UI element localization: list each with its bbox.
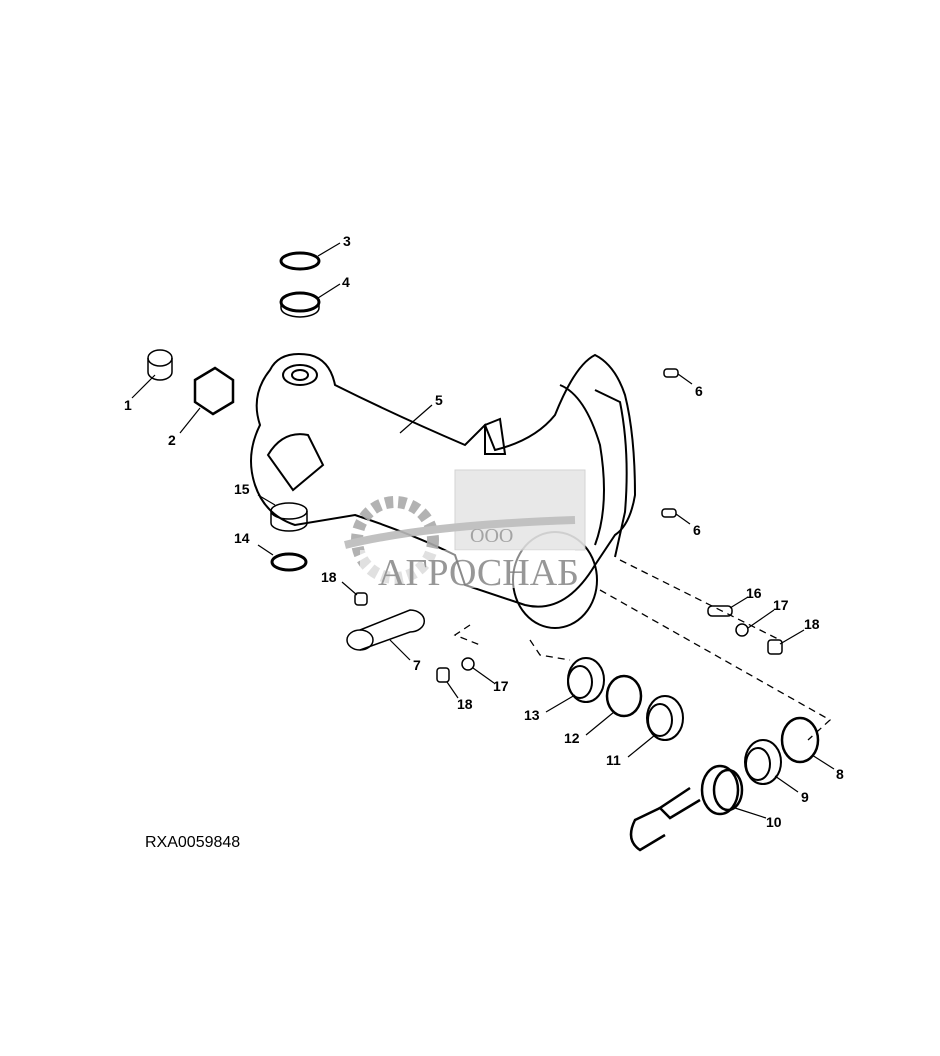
part-4-ring xyxy=(279,291,321,313)
part-11-cup xyxy=(646,695,684,741)
part-2-nut xyxy=(193,366,235,416)
part-18-plug xyxy=(767,639,783,655)
part-13-cup xyxy=(567,657,605,703)
part-7-pin xyxy=(346,609,425,651)
callout-13: 13 xyxy=(524,707,540,723)
callout-8: 8 xyxy=(836,766,844,782)
callout-6b: 6 xyxy=(693,522,701,538)
callout-16: 16 xyxy=(746,585,762,601)
callout-5: 5 xyxy=(435,392,443,408)
part-10-pinion-bearing xyxy=(629,764,744,852)
callout-4: 4 xyxy=(342,274,350,290)
figure-id: RXA0059848 xyxy=(145,834,241,851)
callout-11: 11 xyxy=(606,752,621,768)
part-18-plug xyxy=(436,667,450,683)
callout-14: 14 xyxy=(234,530,250,546)
callout-1: 1 xyxy=(124,397,132,413)
callout-10: 10 xyxy=(766,814,782,830)
part-5-axle-housing xyxy=(250,353,637,629)
callout-18: 18 xyxy=(321,569,337,585)
callout-17b: 17 xyxy=(493,678,509,694)
callout-18b: 18 xyxy=(804,616,820,632)
callout-9: 9 xyxy=(801,789,809,805)
callout-2: 2 xyxy=(168,432,176,448)
part-8-shim xyxy=(780,716,820,764)
part-9-cup xyxy=(744,739,782,785)
callout-18c: 18 xyxy=(457,696,473,712)
watermark-name: АГРОСНАБ xyxy=(378,552,579,594)
callout-17: 17 xyxy=(773,597,789,613)
part-15-seal xyxy=(270,502,308,532)
callout-3: 3 xyxy=(343,233,351,249)
part-12-shim xyxy=(605,674,643,718)
part-17-washer xyxy=(735,623,749,637)
part-6-pin xyxy=(663,368,679,378)
part-17-washer xyxy=(461,657,475,671)
callout-12: 12 xyxy=(564,730,580,746)
watermark-prefix: ООО xyxy=(470,525,513,547)
part-1-bushing xyxy=(147,349,173,381)
part-18-plug xyxy=(354,592,368,606)
callout-7: 7 xyxy=(413,657,421,673)
part-3-oring xyxy=(279,251,321,271)
callout-6: 6 xyxy=(695,383,703,399)
part-6-pin xyxy=(661,508,677,518)
callout-15: 15 xyxy=(234,481,250,497)
part-14-oring xyxy=(270,552,308,572)
watermark-logo: ООО АГРОСНАБ xyxy=(344,469,586,594)
part-16-fitting xyxy=(707,605,733,617)
